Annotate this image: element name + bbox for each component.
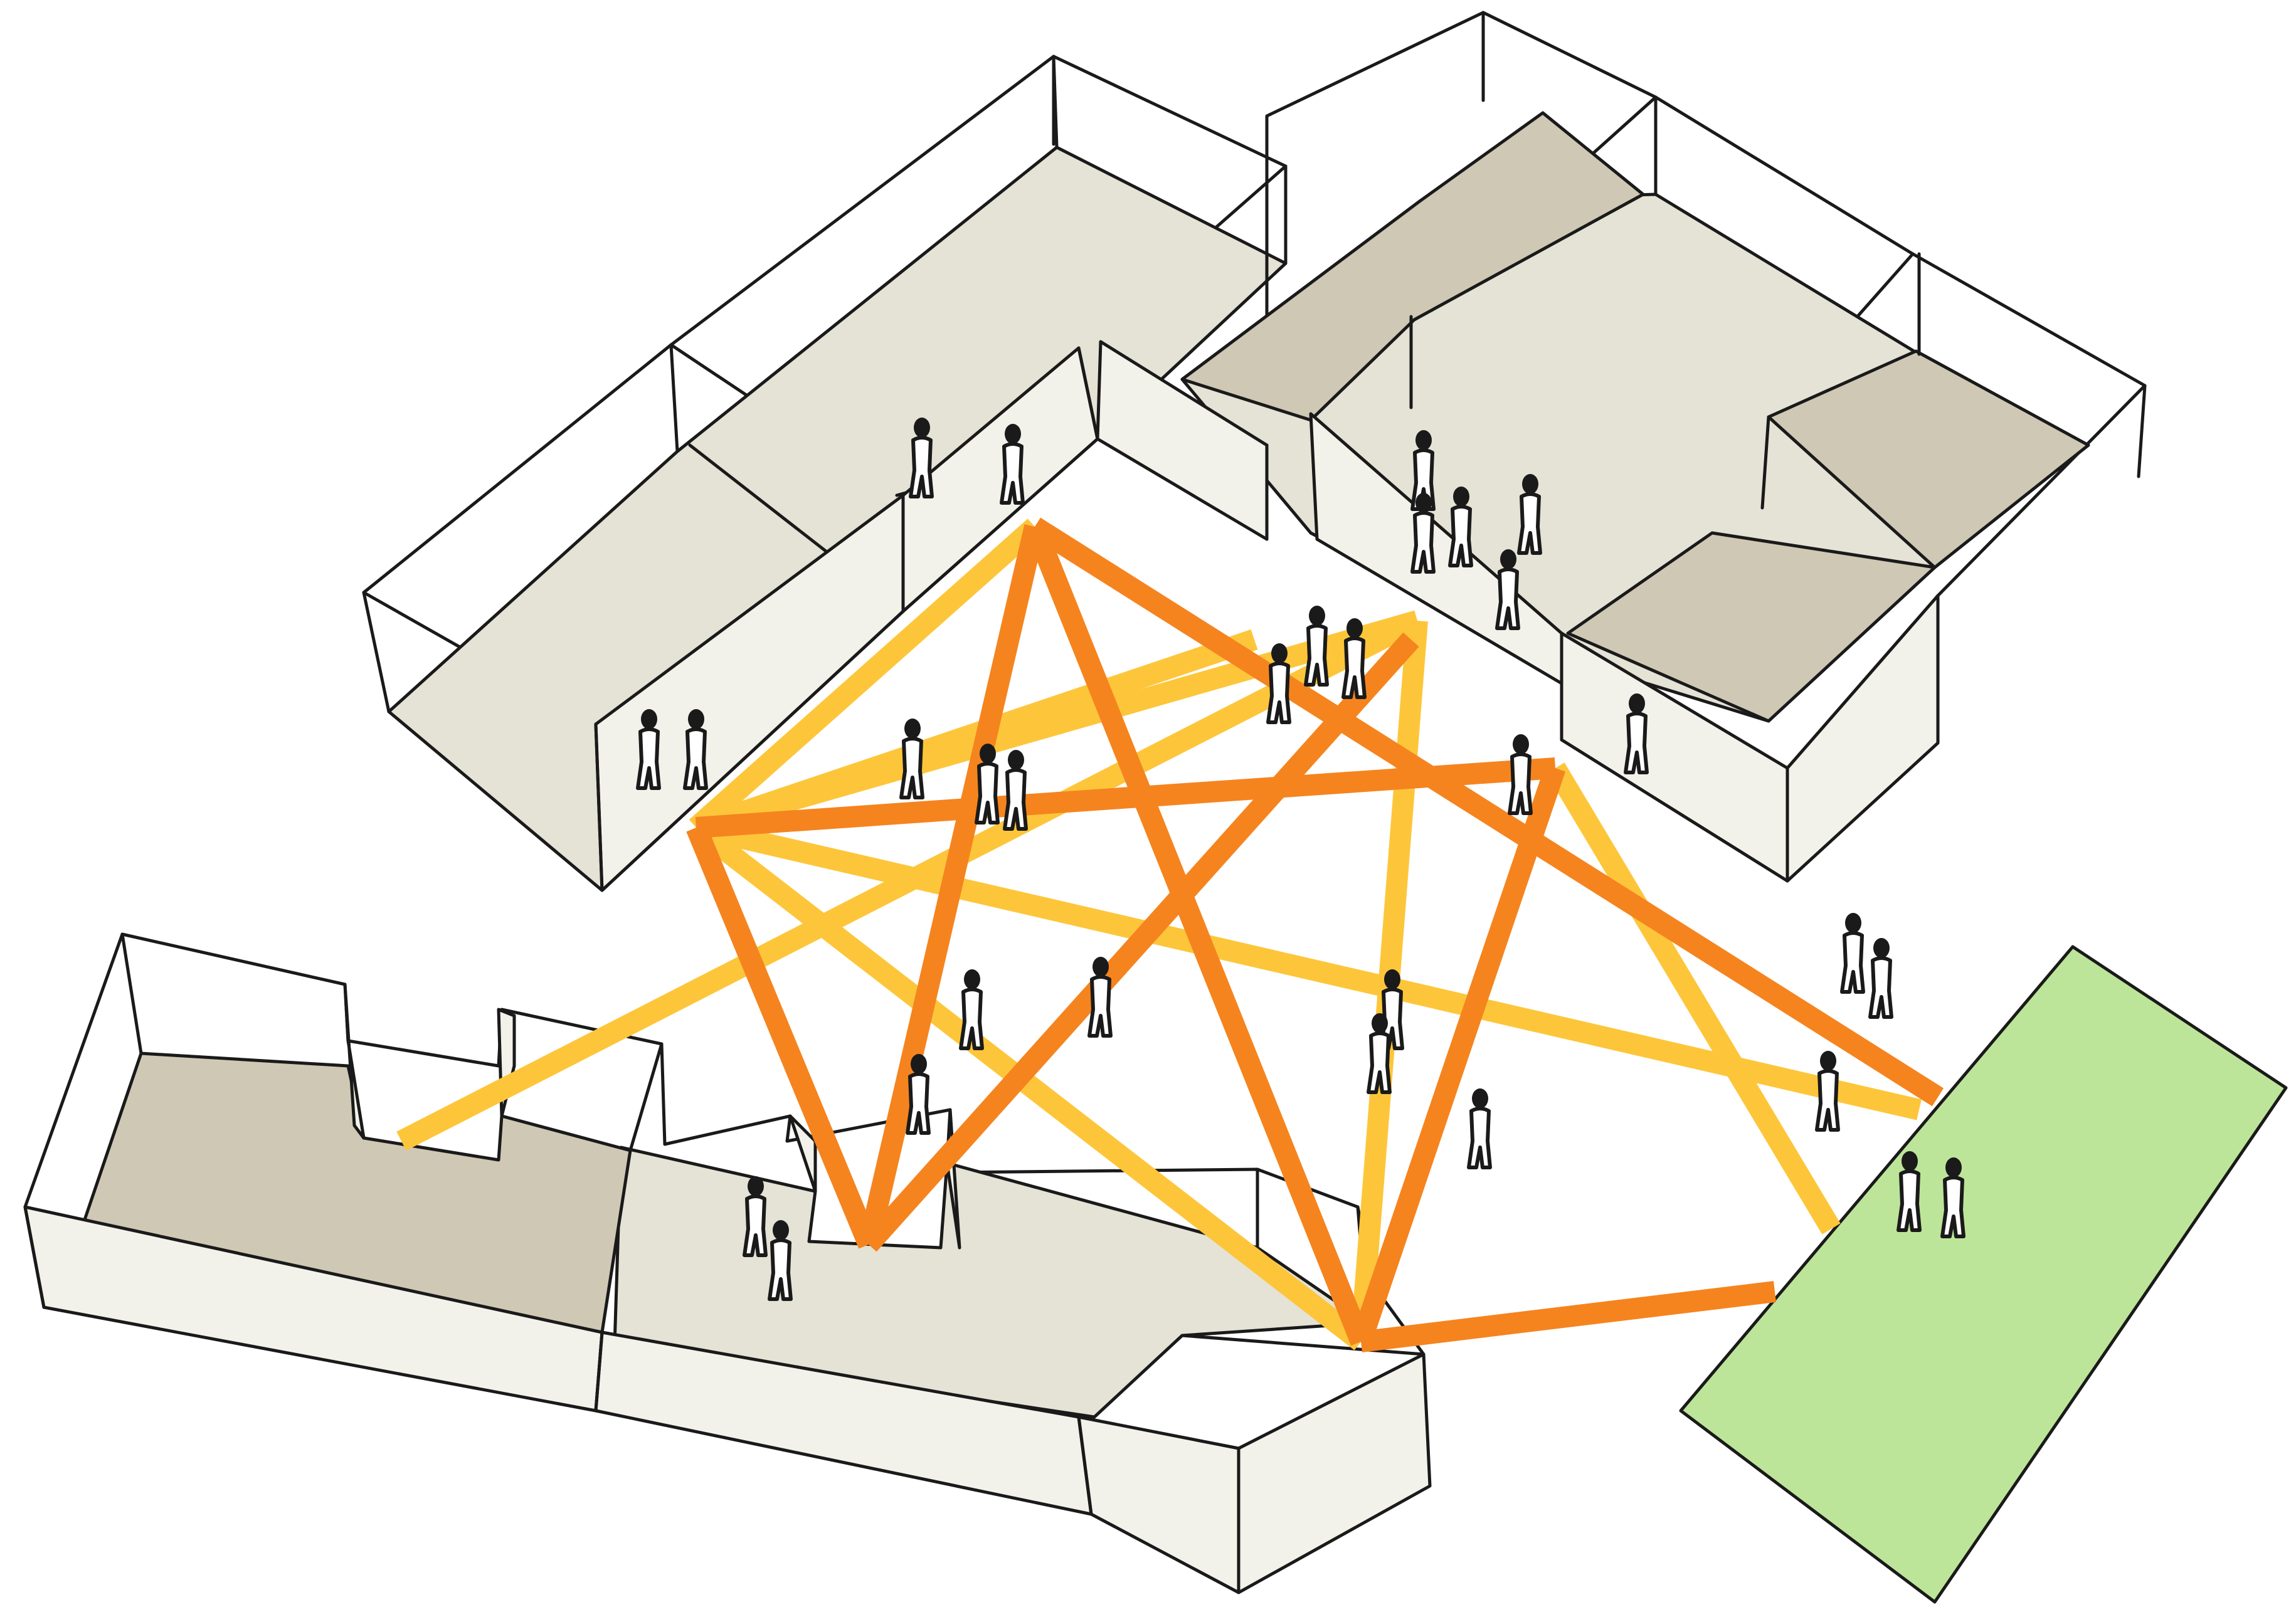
- people-figures: [636, 418, 1965, 1301]
- orange-path-7: [1359, 1281, 1777, 1352]
- person-figure: [743, 1176, 768, 1257]
- person-figure: [975, 744, 1000, 824]
- person-figure: [906, 1054, 931, 1135]
- person-figure: [1410, 430, 1436, 511]
- person-figure: [1897, 1151, 1922, 1232]
- orange-path-4: [1029, 517, 1944, 1107]
- yellow-path-7: [692, 629, 1258, 838]
- yellow-path-4: [689, 819, 1368, 1351]
- south-front-wall-c: [1077, 1415, 1241, 1594]
- south-post-4: [594, 1330, 604, 1413]
- south-post-2: [23, 1205, 46, 1309]
- person-figure: [959, 969, 984, 1050]
- orange-path-2: [686, 823, 879, 1249]
- orange-path-6: [1350, 764, 1566, 1346]
- ne-post-4: [2137, 384, 2147, 478]
- person-figure: [1840, 913, 1865, 994]
- yellow-path-6: [1546, 762, 1841, 1235]
- orange-connection-paths: [686, 517, 1944, 1352]
- green-open-space: [1679, 945, 2288, 1604]
- ne-floor-dark-3: [1566, 531, 1937, 723]
- orange-path-3: [860, 632, 1419, 1252]
- south-post-6: [1077, 1415, 1093, 1516]
- orange-path-1: [858, 524, 1045, 1247]
- south-post-1: [120, 932, 143, 1055]
- person-figure: [1266, 643, 1291, 724]
- person-figure: [1868, 938, 1893, 1019]
- person-figure: [1495, 549, 1520, 630]
- person-figure: [636, 709, 661, 790]
- ne-floor-dark-2: [1767, 349, 2090, 569]
- person-figure: [1410, 493, 1436, 574]
- person-figure: [683, 709, 708, 790]
- nw-post-1: [362, 591, 391, 714]
- south-notch-wall-1: [343, 982, 366, 1140]
- orange-path-8: [1025, 522, 1371, 1346]
- building-north-east: [1096, 11, 2147, 883]
- person-figure: [1003, 750, 1028, 831]
- south-front-wall-d: [1237, 1352, 1432, 1594]
- person-figure: [1624, 693, 1649, 774]
- nw-post-5: [594, 722, 604, 892]
- person-figure: [1341, 618, 1367, 699]
- person-figure: [1448, 487, 1473, 567]
- building-north-west: [362, 55, 1288, 892]
- south-post-3: [628, 1042, 664, 1152]
- person-figure: [1367, 1013, 1392, 1094]
- south-notch-wall-3: [788, 1114, 817, 1193]
- person-figure: [1815, 1051, 1840, 1132]
- building-south: [23, 932, 1432, 1594]
- person-figure: [1304, 606, 1329, 687]
- person-figure: [1508, 734, 1533, 815]
- yellow-path-3: [694, 817, 1922, 1120]
- person-figure: [768, 1220, 793, 1301]
- person-figure: [899, 719, 924, 799]
- yellow-path-8: [689, 519, 1042, 836]
- person-figure: [1467, 1088, 1492, 1169]
- ne-post-9: [1760, 415, 1770, 510]
- person-figure: [1087, 957, 1113, 1038]
- person-figure: [909, 418, 934, 498]
- nw-post-6: [1077, 346, 1099, 441]
- nw-post-2: [669, 343, 679, 453]
- nw-post-3: [1052, 55, 1059, 149]
- person-figure: [1517, 474, 1542, 555]
- person-figure: [1000, 424, 1025, 505]
- person-figure: [1940, 1157, 1965, 1238]
- orange-path-5: [695, 757, 1557, 838]
